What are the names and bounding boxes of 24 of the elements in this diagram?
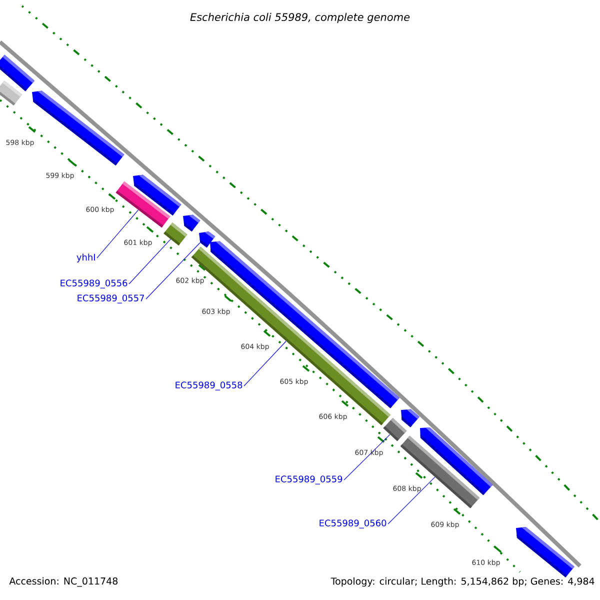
gene-label: EC55989_0560 xyxy=(320,520,386,528)
gene-block xyxy=(133,174,182,216)
gene-label: EC55989_0559 xyxy=(276,476,342,484)
gene-bar xyxy=(164,222,188,246)
gene-block xyxy=(516,527,574,578)
gene-bar xyxy=(383,418,407,442)
leader-line xyxy=(388,476,436,524)
gene-block xyxy=(32,90,124,166)
title: Escherichia coli 55989, complete genome xyxy=(190,12,410,24)
leader-line xyxy=(128,238,171,284)
gene-label: EC55989_0558 xyxy=(176,382,242,390)
gene-label: EC55989_0557 xyxy=(78,294,144,304)
leader-line xyxy=(344,434,390,480)
gene-label: yhhI xyxy=(76,254,95,262)
gene-bar xyxy=(0,80,22,106)
gene-block xyxy=(401,409,420,428)
info-text: Topology: circular; Length: 5,154,862 bp; Genes: 4,984 xyxy=(330,577,594,587)
leader-line xyxy=(244,340,286,386)
info-text: Accession: NC_011748 xyxy=(9,577,118,587)
leader-line xyxy=(96,210,139,258)
gene-block xyxy=(183,214,200,232)
gene-block xyxy=(420,428,493,496)
leader-line xyxy=(146,242,200,300)
gene-label: EC55989_0556 xyxy=(60,280,128,288)
